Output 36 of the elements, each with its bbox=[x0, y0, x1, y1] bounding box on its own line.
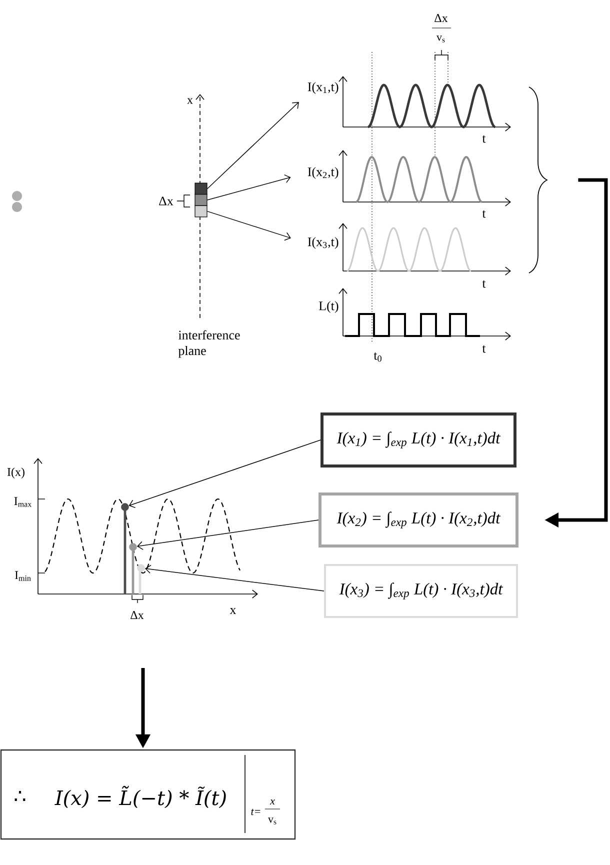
formula-box: I(x$_{1}$) = ∫$_{exp}$ L(t) · I(x$_{1}$,t)dt bbox=[320, 412, 516, 468]
plane-label: interference plane bbox=[178, 330, 240, 358]
tick-label: I$_{max}$ bbox=[14, 497, 32, 507]
pixel bbox=[194, 182, 208, 195]
axis-label: t bbox=[482, 135, 486, 143]
axis-label: x bbox=[230, 608, 236, 614]
axis-label: t bbox=[482, 345, 486, 353]
result-box: ∴ I(x) = L̃(−t) * Ĩ(t) t= x v$_{s}$ bbox=[0, 749, 296, 840]
arrow bbox=[136, 520, 319, 550]
axis-label: I(x$_{1}$,t) bbox=[308, 82, 338, 94]
formula-box: I(x$_{3}$) = ∫$_{exp}$ L(t) · I(x$_{3}$,t)dt bbox=[324, 564, 518, 618]
curly-brace bbox=[528, 86, 548, 274]
fraction-numerator: Δx bbox=[434, 14, 448, 22]
arrow bbox=[206, 102, 299, 190]
arrow bbox=[206, 210, 291, 241]
arrow bbox=[144, 564, 324, 592]
axis-label: I(x) bbox=[7, 468, 24, 478]
arrow bbox=[206, 174, 291, 200]
pixel bbox=[194, 194, 208, 206]
data-point bbox=[121, 503, 129, 511]
axis-label: I(x$_{2}$,t) bbox=[308, 167, 338, 179]
axis-label: x bbox=[187, 98, 193, 104]
axis-label: I(x$_{3}$,t) bbox=[308, 237, 338, 249]
fraction-denominator: v$_{s}$ bbox=[436, 36, 445, 42]
data-point bbox=[129, 543, 137, 551]
axis-label: L(t) bbox=[318, 301, 338, 313]
arrow bbox=[128, 440, 321, 508]
tick-label: t$_{0}$ bbox=[374, 352, 382, 362]
data-point bbox=[137, 564, 145, 572]
dimension-label: Δx bbox=[130, 611, 144, 619]
axis-label: t bbox=[482, 280, 486, 288]
pixel bbox=[194, 205, 208, 218]
dimension-label: Δx bbox=[159, 196, 174, 206]
tick-label: I$_{min}$ bbox=[14, 571, 31, 581]
axis-label: t bbox=[482, 210, 486, 218]
formula-box: I(x$_{2}$) = ∫$_{exp}$ L(t) · I(x$_{2}$,t)dt bbox=[318, 492, 518, 548]
